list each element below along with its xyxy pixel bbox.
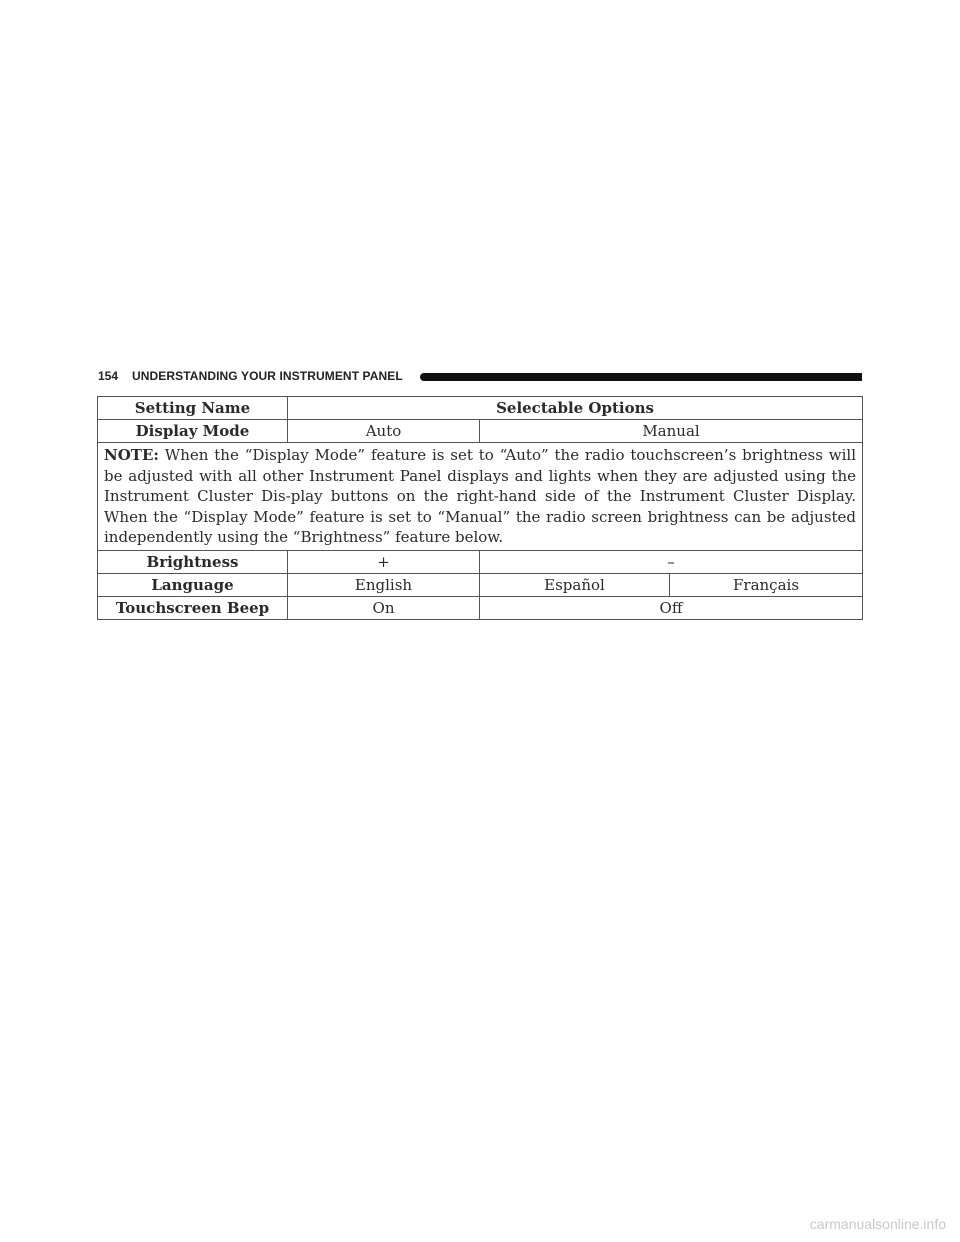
setting-name-brightness: Brightness: [97, 549, 288, 574]
option-plus: +: [287, 549, 480, 574]
option-off: Off: [478, 595, 864, 620]
option-on: On: [287, 595, 480, 620]
watermark: carmanualsonline.info: [809, 1216, 946, 1232]
option-manual: Manual: [478, 419, 864, 443]
section-title: UNDERSTANDING YOUR INSTRUMENT PANEL: [132, 369, 403, 383]
header-setting-name: Setting Name: [97, 396, 288, 420]
option-minus: –: [478, 549, 864, 574]
setting-name-display-mode: Display Mode: [97, 419, 288, 443]
option-english: English: [287, 572, 480, 597]
header-selectable-options: Selectable Options: [286, 396, 864, 420]
page-number: 154: [98, 369, 119, 383]
table-row-language: Language English Español Français: [97, 572, 864, 597]
table-row-note: NOTE: When the “Display Mode” feature is…: [96, 442, 864, 551]
table-row-brightness: Brightness + –: [97, 549, 864, 574]
settings-table: Setting Name Selectable Options Display …: [96, 396, 864, 620]
page-header: 154 UNDERSTANDING YOUR INSTRUMENT PANEL: [98, 368, 862, 386]
table-row-display-mode: Display Mode Auto Manual: [97, 419, 864, 443]
note-text: When the “Display Mode” feature is set t…: [104, 446, 857, 546]
note-cell: NOTE: When the “Display Mode” feature is…: [96, 442, 864, 551]
note-label: NOTE:: [104, 446, 159, 464]
option-auto: Auto: [287, 419, 480, 443]
setting-name-language: Language: [97, 572, 288, 597]
setting-name-touchscreen-beep: Touchscreen Beep: [97, 595, 288, 620]
table-header-row: Setting Name Selectable Options: [97, 396, 864, 420]
option-espanol: Español: [479, 572, 670, 597]
header-rule-bar: [420, 373, 862, 381]
option-francais: Français: [668, 572, 864, 597]
table-row-touchscreen-beep: Touchscreen Beep On Off: [97, 595, 864, 620]
